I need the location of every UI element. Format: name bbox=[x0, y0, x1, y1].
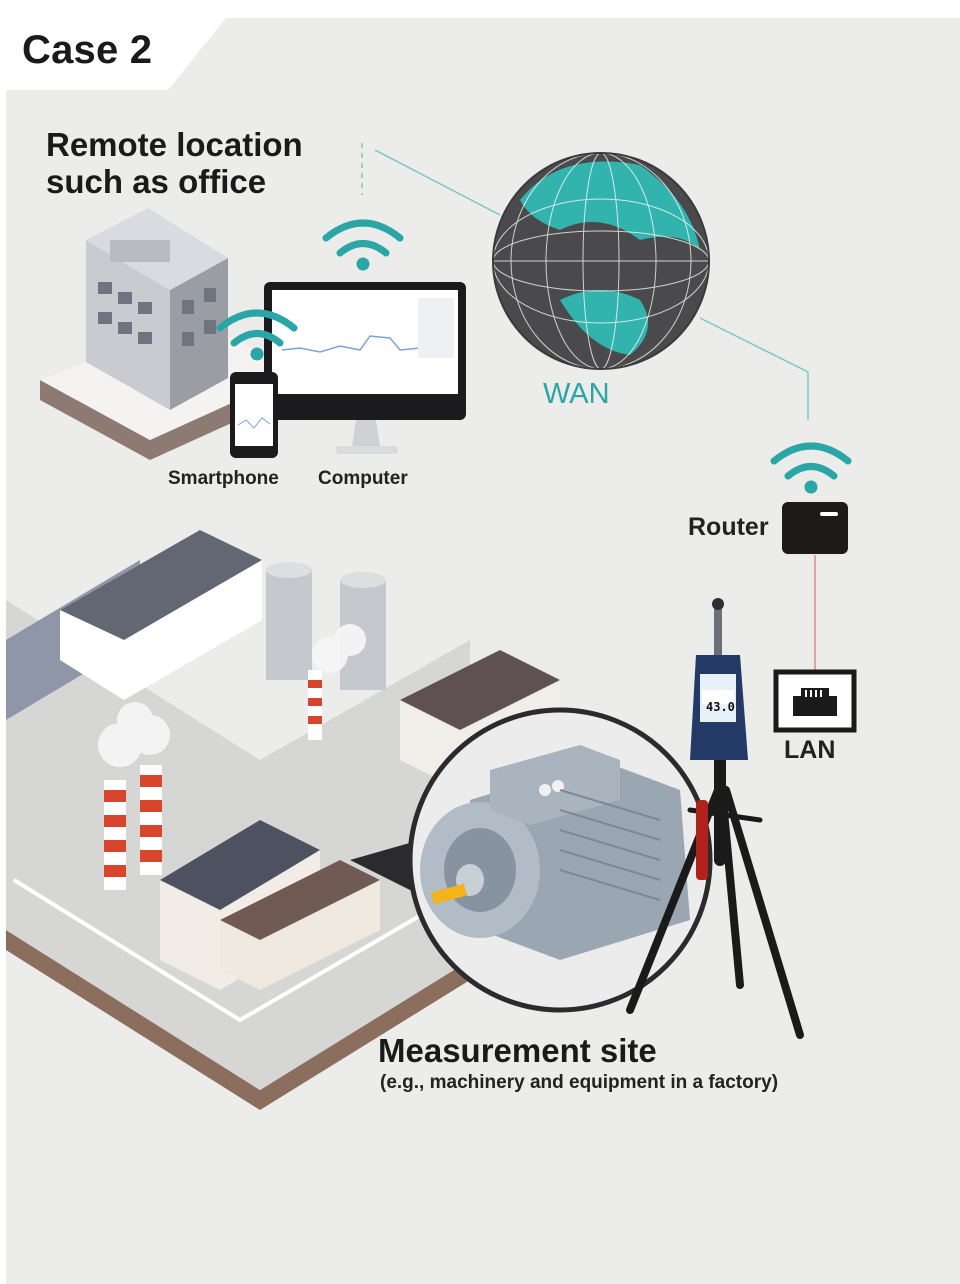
office-building-icon bbox=[40, 208, 300, 460]
wan-label: WAN bbox=[543, 378, 610, 410]
smartphone-icon bbox=[230, 372, 278, 458]
computer-label: Computer bbox=[318, 468, 408, 489]
measurement-site-subheading: (e.g., machinery and equipment in a fact… bbox=[380, 1072, 779, 1093]
wifi-icon bbox=[770, 442, 852, 494]
measurement-site-heading: Measurement site bbox=[378, 1032, 657, 1069]
lan-port-icon bbox=[773, 669, 857, 733]
remote-heading-line2: such as office bbox=[46, 163, 267, 200]
globe-icon bbox=[492, 152, 710, 370]
wifi-icon bbox=[216, 309, 298, 361]
wifi-icon bbox=[322, 219, 404, 271]
meter-readout: 43.0 bbox=[706, 700, 735, 714]
tripod-grip bbox=[696, 800, 708, 880]
remote-location-heading: Remote location such as office bbox=[46, 126, 303, 200]
router-label: Router bbox=[688, 513, 769, 541]
case-title: Case 2 bbox=[22, 28, 153, 72]
lan-label: LAN bbox=[784, 736, 836, 764]
chimney bbox=[104, 780, 126, 890]
chimney bbox=[308, 670, 322, 740]
remote-heading-line1: Remote location bbox=[46, 126, 303, 163]
router-icon bbox=[782, 502, 848, 554]
smoke bbox=[98, 624, 366, 767]
smartphone-label: Smartphone bbox=[168, 468, 279, 489]
sound-level-meter-icon bbox=[690, 598, 748, 760]
computer-monitor-icon bbox=[264, 282, 466, 454]
electric-motor-icon bbox=[420, 745, 690, 960]
network-links bbox=[361, 143, 809, 420]
chimney bbox=[140, 765, 162, 875]
